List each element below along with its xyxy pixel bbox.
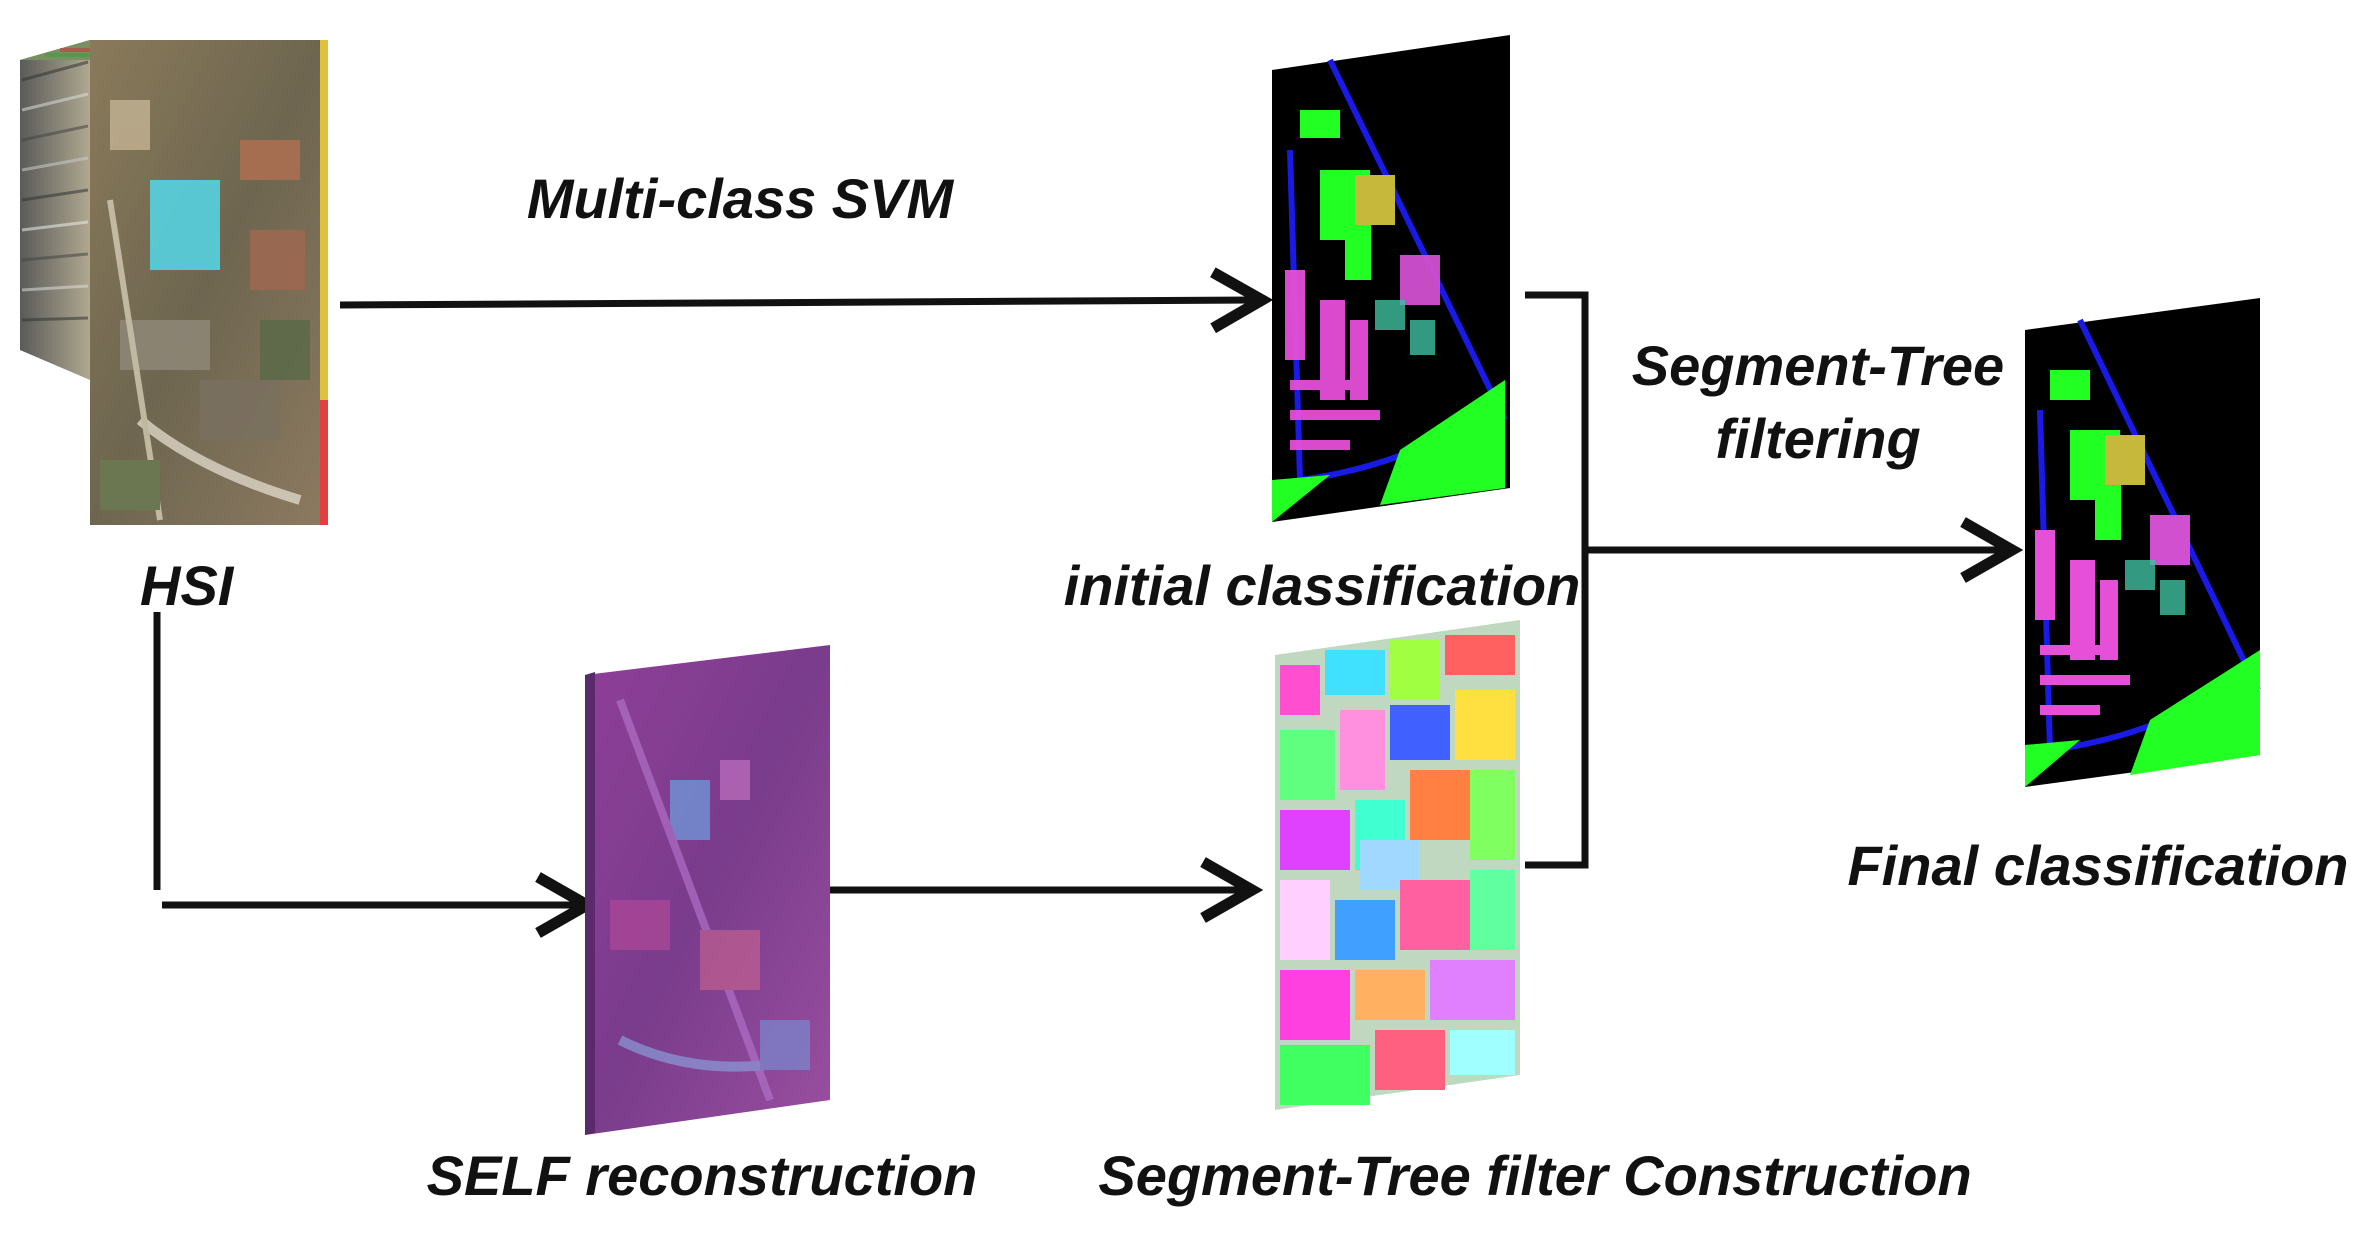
final-classification-label: Final classification <box>1847 834 2348 897</box>
svm-label: Multi-class SVM <box>527 167 955 230</box>
arrows <box>153 267 2024 938</box>
filtering-label-line2: filtering <box>1715 407 1920 470</box>
hsi-label: HSI <box>140 554 235 617</box>
hsi-cube-image <box>20 40 328 525</box>
filtering-label-line1: Segment-Tree <box>1632 334 2004 397</box>
merge-bracket <box>1525 291 1589 869</box>
segment-tree-construction-image <box>1275 620 1520 1110</box>
segment-tree-construction-label: Segment-Tree filter Construction <box>1098 1144 1971 1207</box>
final-classification-map <box>2025 298 2261 787</box>
self-reconstruction-label: SELF reconstruction <box>427 1144 978 1207</box>
initial-classification-label: initial classification <box>1064 554 1581 617</box>
initial-classification-map <box>1272 35 1510 522</box>
self-reconstruction-image <box>585 645 830 1135</box>
arrow-svm <box>339 267 1274 334</box>
